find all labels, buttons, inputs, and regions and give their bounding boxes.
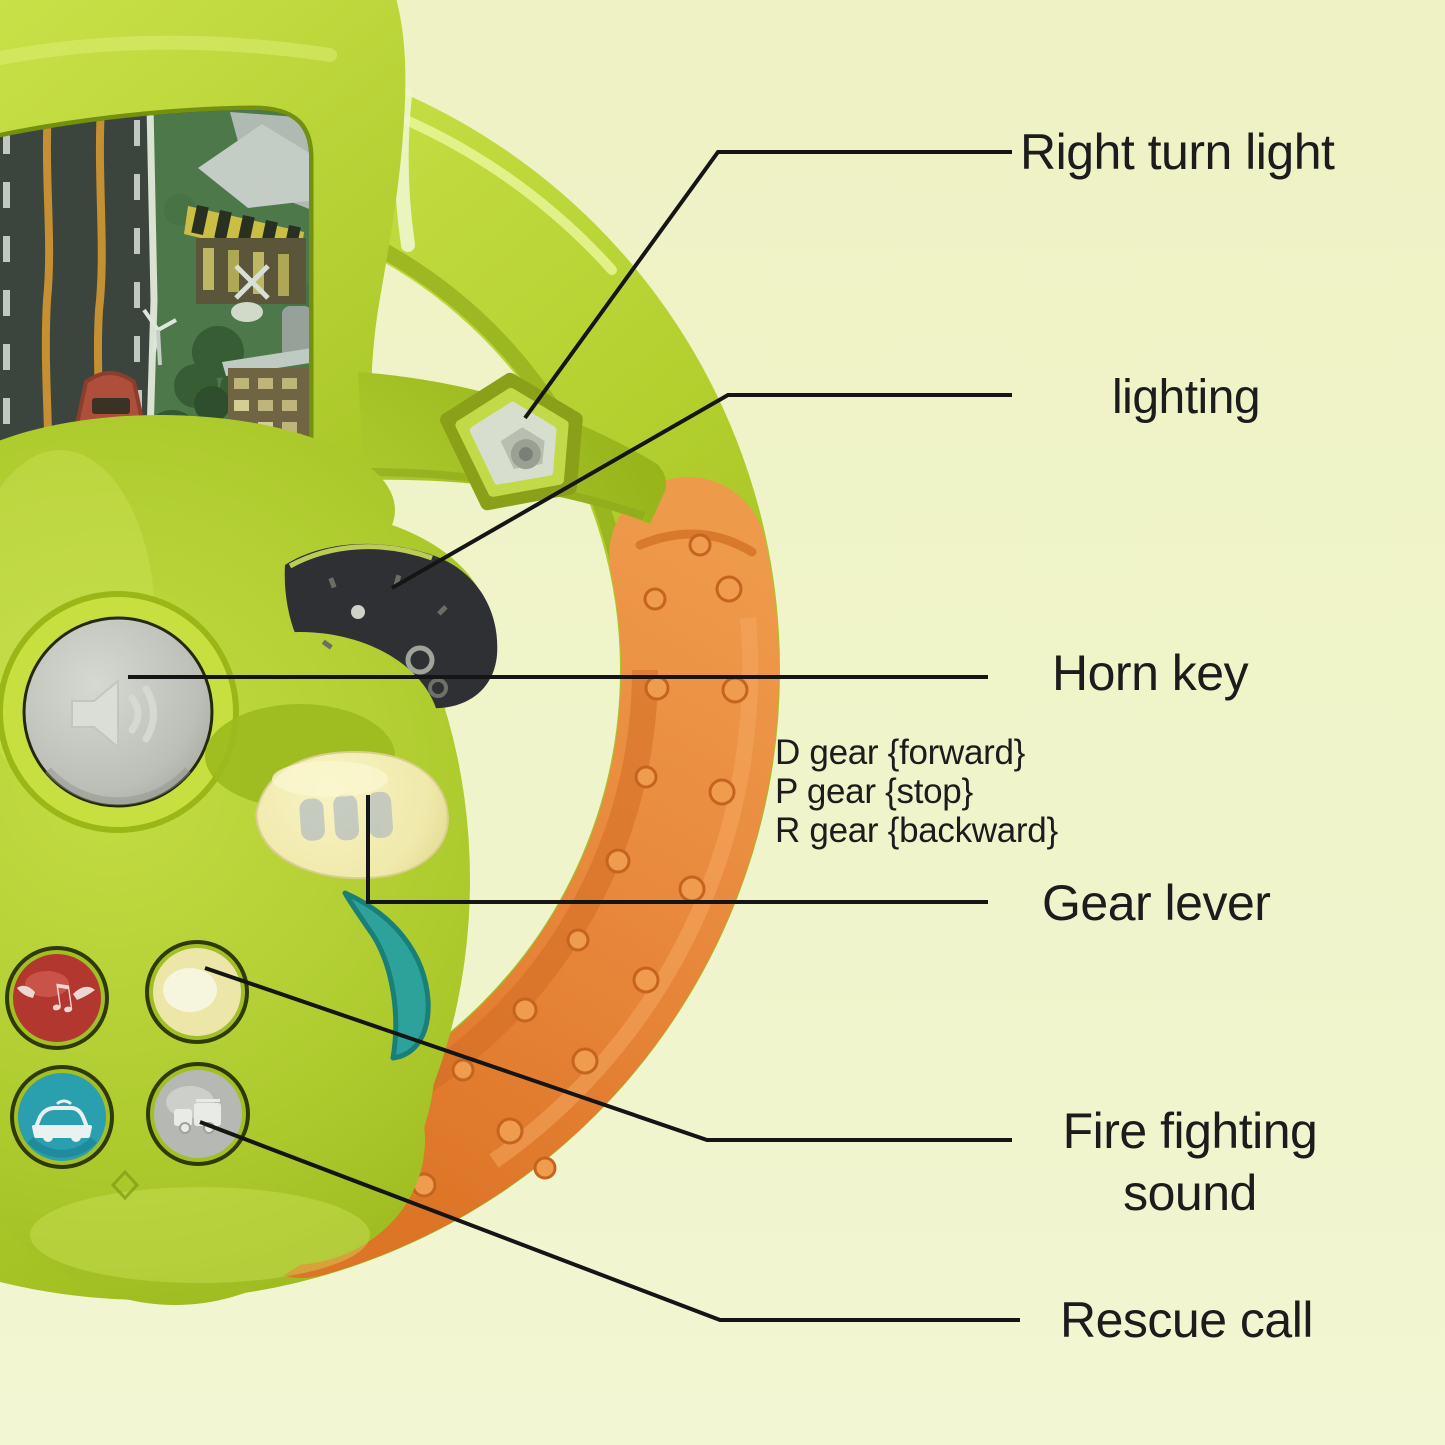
- sound-buttons: ♫: [5, 940, 250, 1201]
- x-lattice: [234, 264, 270, 300]
- music-note-wings-icon: ♫: [17, 975, 95, 1020]
- music-sound-button: ♫: [5, 946, 109, 1050]
- fire-sound-button: [145, 940, 249, 1044]
- speaker-icon: [71, 678, 157, 750]
- right-turn-light-button: [440, 372, 583, 511]
- callout-line-rescue-call: [199, 1120, 1020, 1322]
- label-fire-line1: Fire fighting: [1062, 1103, 1318, 1159]
- label-fire-line2: sound: [1123, 1165, 1257, 1221]
- horn-button: [0, 591, 239, 833]
- wheel-spoke: [358, 372, 667, 524]
- callout-lines: [128, 150, 1020, 1322]
- gear-info-line-d: D gear {forward}: [775, 733, 1026, 772]
- callout-line-right-turn-light: [523, 150, 1012, 420]
- label-horn-key: Horn key: [1052, 645, 1249, 701]
- car-sound-button: [10, 1065, 114, 1169]
- diamond-emboss: [110, 1169, 140, 1201]
- cylinder: [282, 306, 309, 358]
- steam: [231, 302, 263, 322]
- temple-building: [184, 112, 309, 304]
- callout-line-lighting: [391, 393, 1012, 590]
- callout-line-gear-lever: [366, 795, 988, 904]
- rescue-sound-button: [146, 1062, 250, 1166]
- dial-marks: [321, 574, 448, 650]
- label-fire-fighting-sound: Fire fighting sound: [1030, 1100, 1350, 1224]
- label-rescue-call: Rescue call: [1060, 1292, 1313, 1348]
- svg-text:♫: ♫: [42, 975, 80, 1020]
- gear-info-line-p: P gear {stop}: [775, 772, 973, 811]
- teal-part: [342, 890, 431, 1061]
- label-gear-lever: Gear lever: [1042, 875, 1271, 931]
- gear-lever: [205, 704, 450, 880]
- gear-lever-stripes: [299, 791, 393, 841]
- callout-line-fire-sound: [204, 966, 1012, 1142]
- windmill: [142, 308, 177, 366]
- label-right-turn-light: Right turn light: [1020, 124, 1335, 180]
- gear-info-line-r: R gear {backward}: [775, 811, 1058, 850]
- label-lighting: lighting: [1112, 371, 1261, 424]
- gear-info-text: D gear {forward} P gear {stop} R gear {b…: [775, 733, 1058, 850]
- grip-bumps: [377, 533, 749, 1198]
- car-icon: [32, 1099, 92, 1142]
